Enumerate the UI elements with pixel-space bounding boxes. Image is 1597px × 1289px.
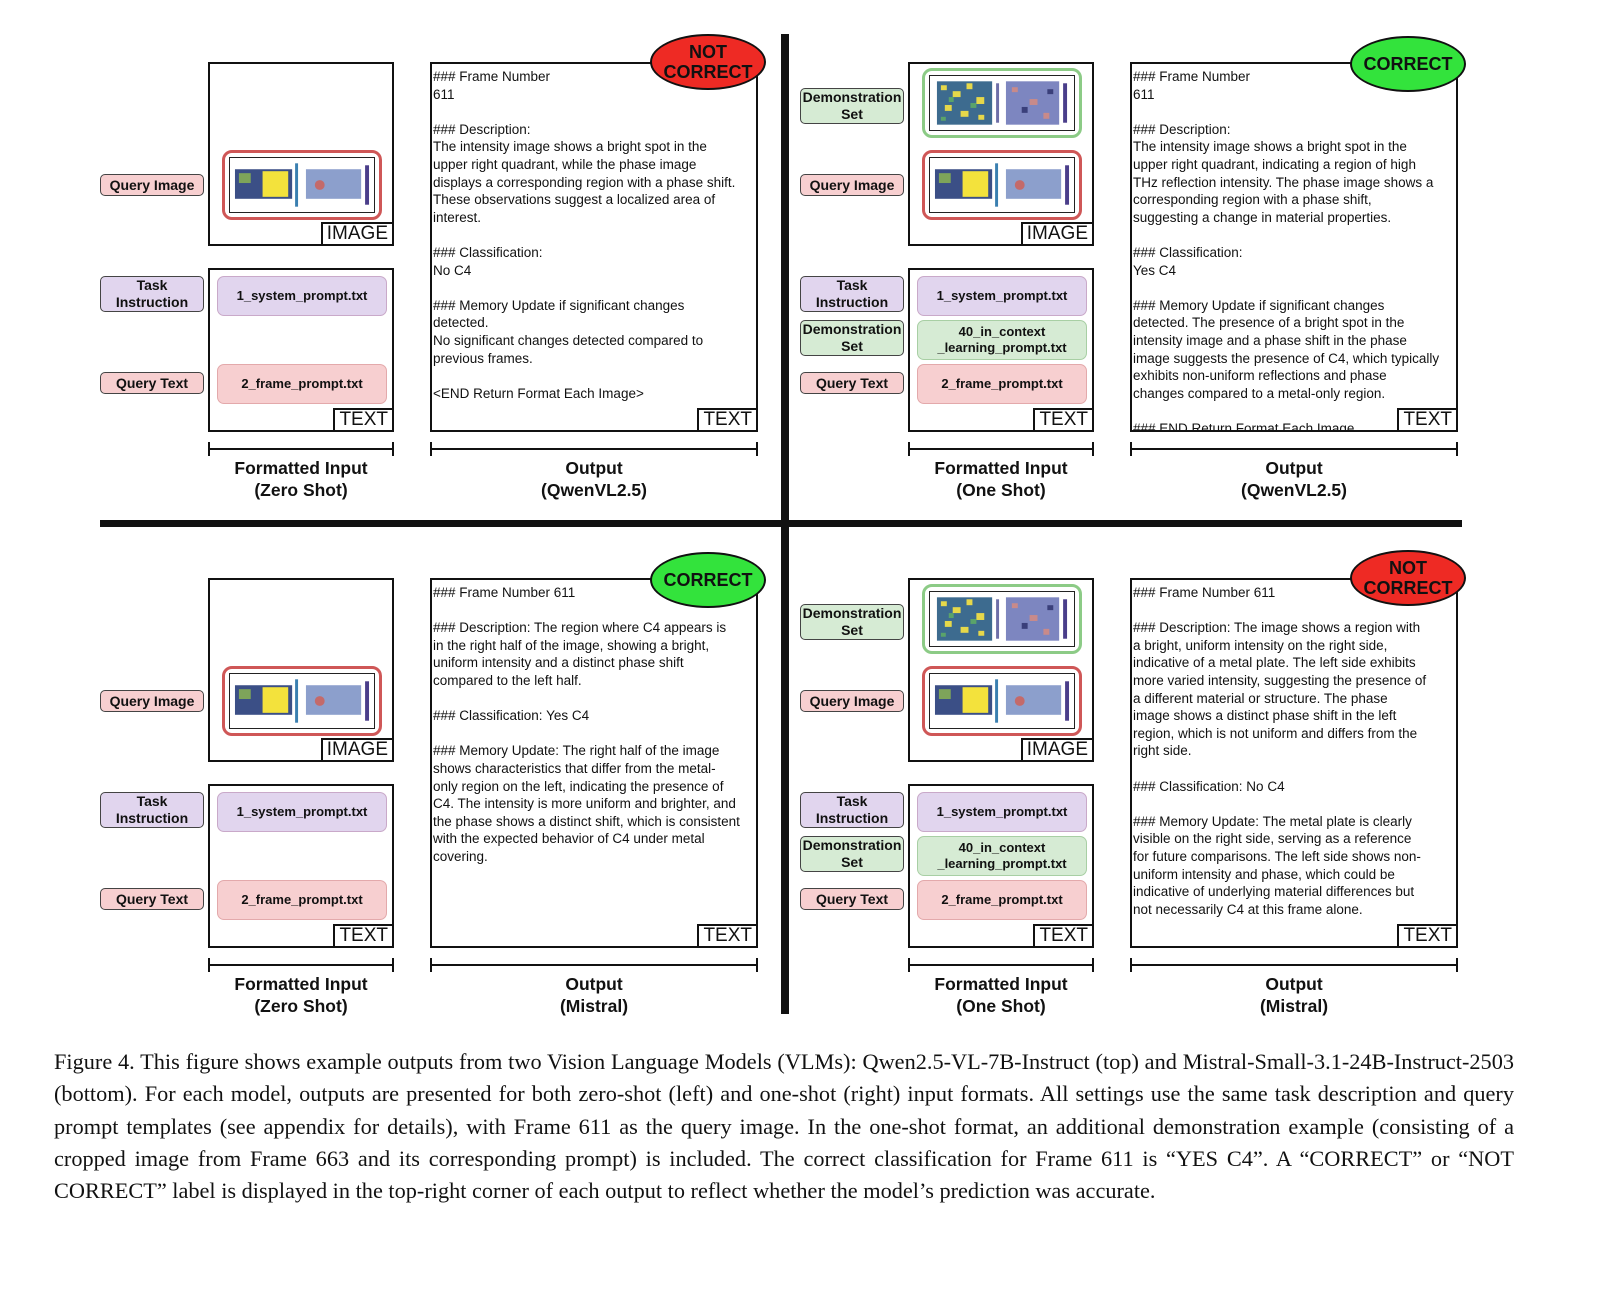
input-column-title: Formatted Input (One Shot) bbox=[934, 458, 1068, 500]
task-instruction-label: Task Instruction bbox=[800, 276, 904, 312]
demonstration-image-thumbnail bbox=[922, 584, 1082, 654]
input-image-panel: IMAGE bbox=[908, 62, 1094, 246]
input-bracket bbox=[208, 958, 394, 972]
task-instruction-label: Task Instruction bbox=[800, 792, 904, 828]
text-tag: TEXT bbox=[333, 408, 394, 432]
query-image-thumbnail bbox=[222, 150, 382, 220]
figure-caption: Figure 4. This figure shows example outp… bbox=[54, 1049, 1514, 1204]
output-panel: ### Frame Number 611 ### Description: Th… bbox=[1130, 578, 1458, 948]
output-bracket bbox=[1130, 958, 1458, 972]
demo-frame bbox=[929, 591, 1075, 647]
demonstration-set-label: Demonstration Set bbox=[800, 836, 904, 872]
text-tag: TEXT bbox=[1033, 408, 1094, 432]
query-image-label: Query Image bbox=[100, 174, 204, 196]
thz-intensity-phase-image bbox=[934, 679, 1070, 723]
quadrant-top-right: Demonstration Set Query Image Task Instr… bbox=[796, 34, 1496, 534]
query-text-label: Query Text bbox=[800, 372, 904, 394]
input-column-title: Formatted Input (Zero Shot) bbox=[234, 458, 368, 500]
thz-intensity-phase-image bbox=[234, 679, 370, 723]
correct-badge: CORRECT bbox=[650, 552, 766, 608]
thz-frame bbox=[229, 673, 375, 729]
system-prompt-file: 1_system_prompt.txt bbox=[217, 276, 387, 316]
task-instruction-label: Task Instruction bbox=[100, 276, 204, 312]
model-output-text: ### Frame Number 611 ### Description: Th… bbox=[433, 69, 736, 401]
demo-prompt-file: 40_in_context _learning_prompt.txt bbox=[917, 836, 1087, 876]
input-bracket bbox=[908, 958, 1094, 972]
quadrant-top-left: Query Image Task Instruction Query Text bbox=[96, 34, 796, 534]
query-image-label: Query Image bbox=[100, 690, 204, 712]
output-text-tag: TEXT bbox=[697, 924, 756, 946]
thz-frame bbox=[929, 673, 1075, 729]
quadrant-bottom-left: Query Image Task Instruction Query Text bbox=[96, 550, 796, 1050]
system-prompt-file: 1_system_prompt.txt bbox=[917, 276, 1087, 316]
image-tag: IMAGE bbox=[320, 738, 394, 762]
input-bracket bbox=[208, 442, 394, 456]
query-image-label: Query Image bbox=[800, 174, 904, 196]
quadrant-bottom-right: Demonstration Set Query Image Task Instr… bbox=[796, 550, 1496, 1050]
frame-prompt-file: 2_frame_prompt.txt bbox=[217, 364, 387, 404]
image-tag: IMAGE bbox=[1020, 222, 1094, 246]
thz-frame bbox=[929, 157, 1075, 213]
model-output-text: ### Frame Number 611 ### Description: Th… bbox=[1133, 585, 1427, 917]
output-bracket bbox=[430, 442, 758, 456]
query-text-label: Query Text bbox=[100, 888, 204, 910]
image-tag: IMAGE bbox=[1020, 738, 1094, 762]
output-panel: ### Frame Number 611 ### Description: Th… bbox=[430, 578, 758, 948]
output-column-title: Output (QwenVL2.5) bbox=[1241, 458, 1347, 500]
output-text-tag: TEXT bbox=[697, 408, 756, 430]
demonstration-image-thumbnail bbox=[922, 68, 1082, 138]
not-correct-badge: NOT CORRECT bbox=[1350, 550, 1466, 606]
input-bracket bbox=[908, 442, 1094, 456]
model-output-text: ### Frame Number 611 ### Description: Th… bbox=[1133, 69, 1440, 432]
not-correct-badge: NOT CORRECT bbox=[650, 34, 766, 90]
system-prompt-file: 1_system_prompt.txt bbox=[917, 792, 1087, 832]
task-instruction-label: Task Instruction bbox=[100, 792, 204, 828]
image-tag: IMAGE bbox=[320, 222, 394, 246]
output-column-title: Output (Mistral) bbox=[1259, 974, 1329, 1016]
demonstration-set-label: Demonstration Set bbox=[800, 320, 904, 356]
thz-intensity-phase-image bbox=[934, 163, 1070, 207]
query-image-thumbnail bbox=[922, 666, 1082, 736]
output-panel: ### Frame Number 611 ### Description: Th… bbox=[1130, 62, 1458, 432]
demonstration-set-label: Demonstration Set bbox=[800, 604, 904, 640]
horizontal-divider bbox=[100, 520, 1462, 527]
input-image-panel: IMAGE bbox=[208, 62, 394, 246]
text-tag: TEXT bbox=[333, 924, 394, 948]
demo-speckle-image bbox=[936, 597, 1068, 641]
input-text-panel: 1_system_prompt.txt 40_in_context _learn… bbox=[908, 268, 1094, 432]
demonstration-set-label: Demonstration Set bbox=[800, 88, 904, 124]
figure: Query Image Task Instruction Query Text bbox=[96, 34, 1496, 1050]
input-column-title: Formatted Input (Zero Shot) bbox=[234, 974, 368, 1016]
query-text-label: Query Text bbox=[100, 372, 204, 394]
input-image-panel: IMAGE bbox=[908, 578, 1094, 762]
correct-badge: CORRECT bbox=[1350, 36, 1466, 92]
frame-prompt-file: 2_frame_prompt.txt bbox=[917, 364, 1087, 404]
system-prompt-file: 1_system_prompt.txt bbox=[217, 792, 387, 832]
input-text-panel: 1_system_prompt.txt 2_frame_prompt.txt T… bbox=[208, 268, 394, 432]
output-column-title: Output (QwenVL2.5) bbox=[541, 458, 647, 500]
input-column-title: Formatted Input (One Shot) bbox=[934, 974, 1068, 1016]
frame-prompt-file: 2_frame_prompt.txt bbox=[217, 880, 387, 920]
frame-prompt-file: 2_frame_prompt.txt bbox=[917, 880, 1087, 920]
output-column-title: Output (Mistral) bbox=[559, 974, 629, 1016]
query-image-label: Query Image bbox=[800, 690, 904, 712]
output-text-tag: TEXT bbox=[1397, 408, 1456, 430]
demo-speckle-image bbox=[936, 81, 1068, 125]
input-text-panel: 1_system_prompt.txt 40_in_context _learn… bbox=[908, 784, 1094, 948]
output-bracket bbox=[1130, 442, 1458, 456]
output-panel: ### Frame Number 611 ### Description: Th… bbox=[430, 62, 758, 432]
thz-frame bbox=[229, 157, 375, 213]
model-output-text: ### Frame Number 611 ### Description: Th… bbox=[433, 585, 740, 864]
demo-prompt-file: 40_in_context _learning_prompt.txt bbox=[917, 320, 1087, 360]
text-tag: TEXT bbox=[1033, 924, 1094, 948]
thz-intensity-phase-image bbox=[234, 163, 370, 207]
input-image-panel: IMAGE bbox=[208, 578, 394, 762]
input-text-panel: 1_system_prompt.txt 2_frame_prompt.txt T… bbox=[208, 784, 394, 948]
query-text-label: Query Text bbox=[800, 888, 904, 910]
query-image-thumbnail bbox=[222, 666, 382, 736]
query-image-thumbnail bbox=[922, 150, 1082, 220]
output-bracket bbox=[430, 958, 758, 972]
output-text-tag: TEXT bbox=[1397, 924, 1456, 946]
demo-frame bbox=[929, 75, 1075, 131]
